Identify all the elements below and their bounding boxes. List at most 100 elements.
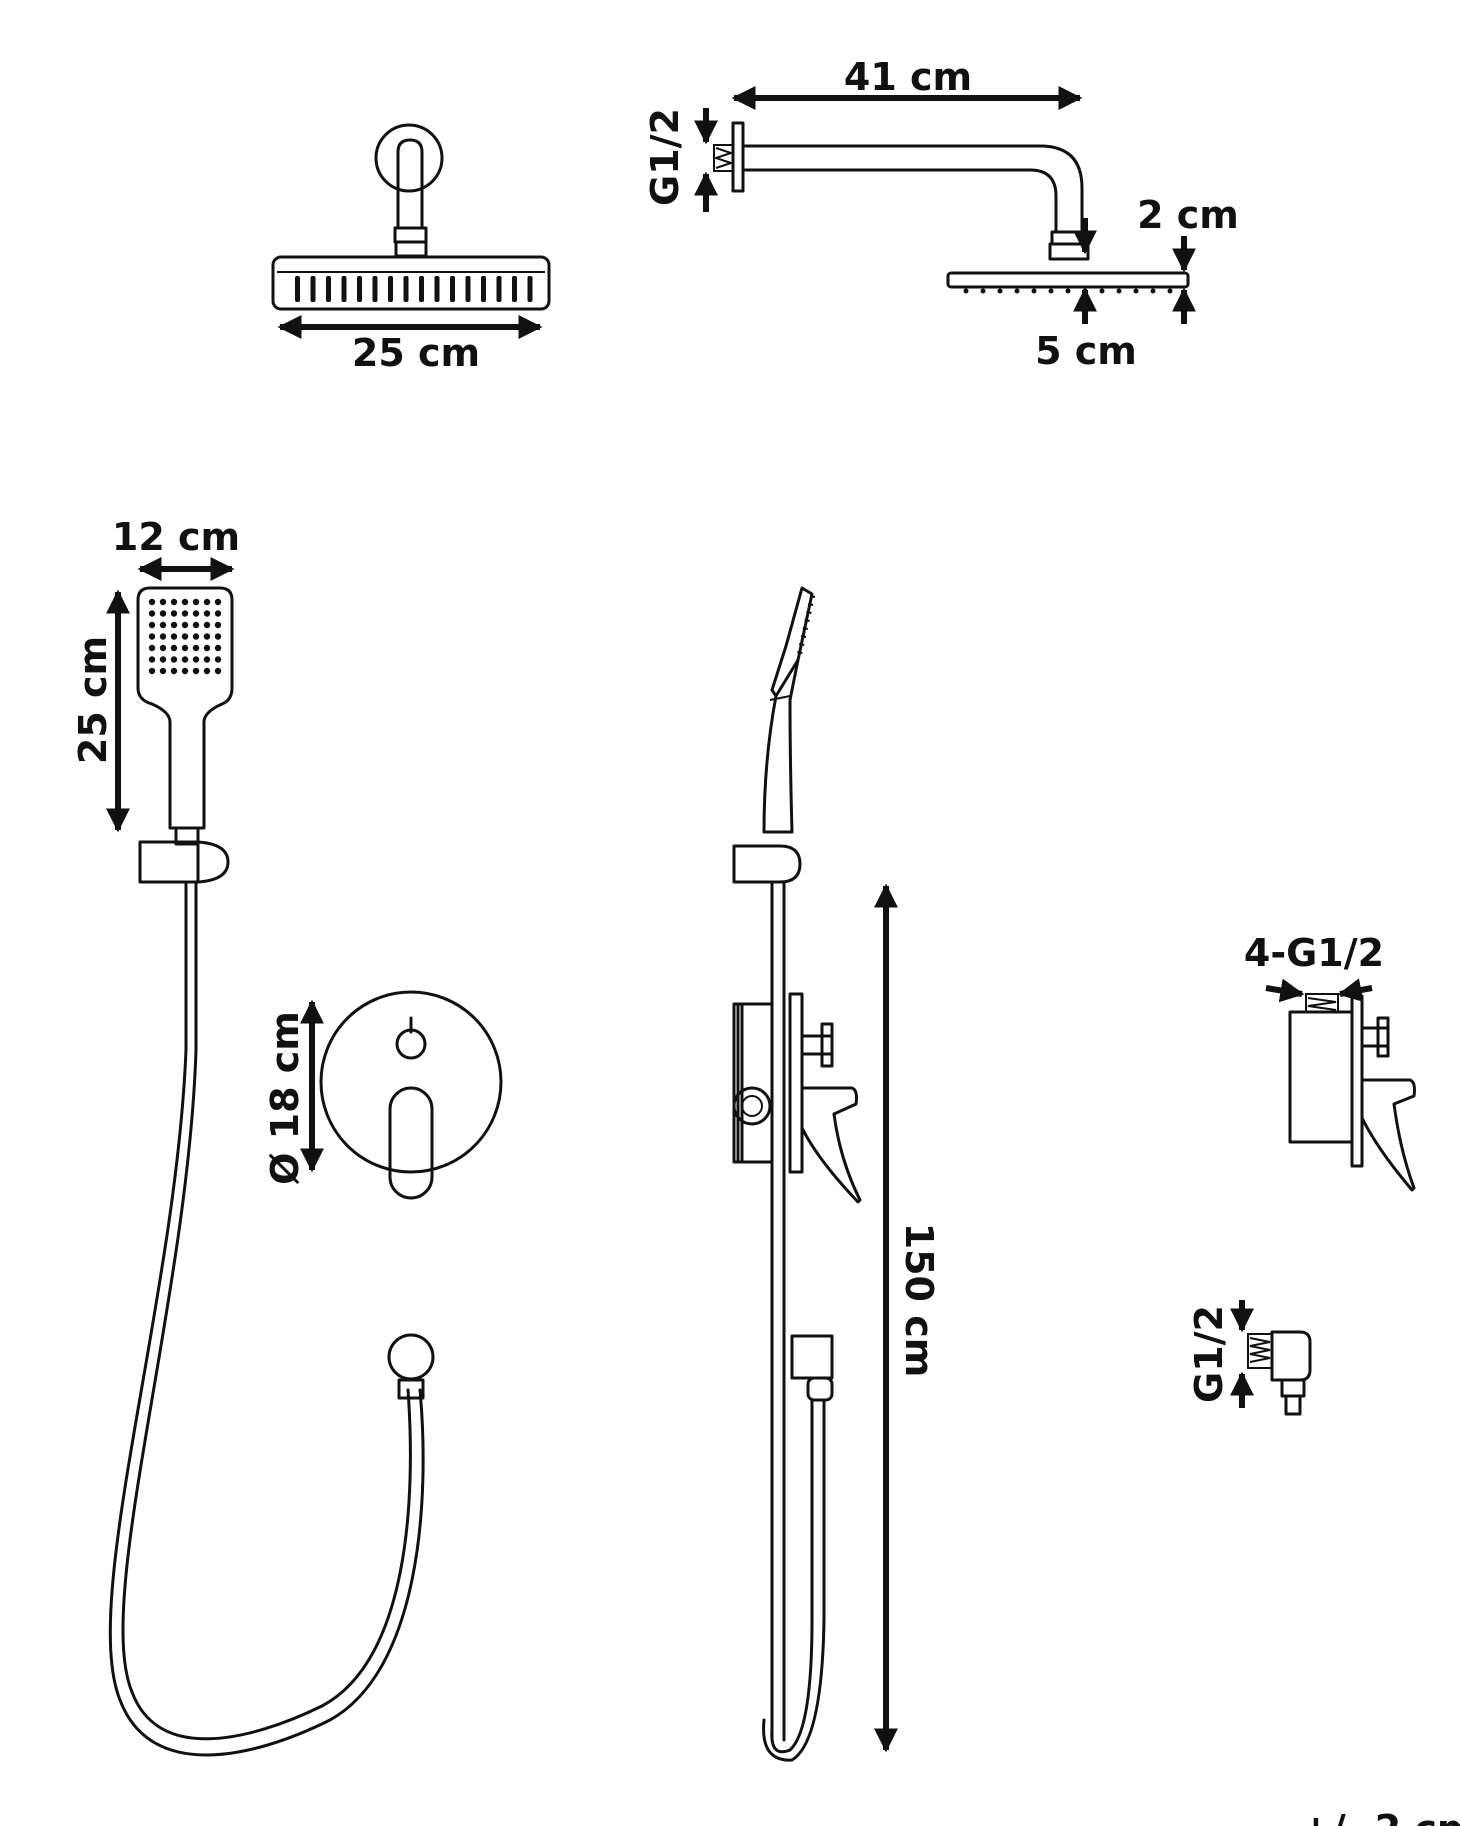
arm-length-label: 41 cm	[844, 55, 972, 99]
spray-dot	[214, 667, 222, 675]
spray-dot	[159, 633, 167, 640]
hose-side-a	[770, 1398, 814, 1754]
spray-dot	[214, 598, 222, 606]
spray-dot	[181, 656, 189, 663]
spray-dot	[170, 656, 178, 663]
spray-dot	[181, 621, 189, 629]
spray-dot	[192, 610, 200, 617]
side-nozzle	[1167, 288, 1173, 294]
arm-thread-spring	[712, 147, 735, 169]
nozzle	[434, 276, 440, 302]
spray-dot	[170, 644, 178, 652]
hand-shower-head	[136, 586, 234, 830]
spray-dot	[192, 667, 200, 675]
spray-tick	[799, 643, 805, 646]
side-nozzle	[1065, 288, 1071, 294]
spray-tick	[809, 595, 816, 598]
rain-head-width-label: 25 cm	[352, 331, 480, 375]
nozzle	[419, 276, 424, 302]
side-nozzle	[1048, 288, 1054, 294]
spray-tick	[797, 651, 803, 654]
spray-dot	[148, 644, 156, 652]
spray-tick	[800, 635, 807, 638]
wall-outlet-elbow: G1/2	[1187, 1300, 1312, 1416]
rain-shower-head-front: 25 cm	[271, 123, 551, 375]
spray-dot	[170, 598, 178, 606]
nozzle	[496, 276, 502, 302]
hose-outer	[108, 880, 425, 1757]
hand-shower-side-head	[770, 586, 814, 698]
nozzle	[372, 276, 378, 302]
spray-dot	[159, 598, 167, 606]
spray-dot	[148, 621, 156, 629]
side-nozzle	[1150, 288, 1156, 294]
hand-shower-with-hose: 12 cm 25 cm	[71, 515, 435, 1757]
nozzle	[341, 276, 347, 302]
hand-width-label: 12 cm	[112, 515, 240, 559]
arm-pipe	[396, 138, 424, 230]
arm-wall-plate	[731, 121, 745, 193]
spray-dot	[192, 633, 200, 640]
concealed-valve: 4-G1/2	[1244, 931, 1416, 1192]
spray-dot	[159, 644, 167, 652]
spray-dot	[159, 610, 167, 617]
spray-tick	[802, 627, 808, 630]
valve-thread-arrow-right	[1337, 978, 1373, 1002]
nozzle	[326, 276, 331, 302]
spray-dot	[203, 644, 211, 652]
nozzle	[465, 276, 471, 302]
spray-dot	[159, 656, 167, 663]
hand-shower-holder	[138, 840, 200, 884]
head-thickness-label: 2 cm	[1137, 193, 1239, 237]
arm-thread-label: G1/2	[643, 108, 687, 206]
wall-outlet-round	[387, 1333, 435, 1381]
spray-dot	[148, 667, 156, 675]
rain-head-side	[946, 271, 1190, 289]
spray-dot	[181, 610, 189, 617]
rain-head-side-nozzles	[963, 288, 1173, 294]
mixer-diameter-label: Ø 18 cm	[263, 1011, 307, 1185]
elbow-body	[1270, 1330, 1312, 1382]
wall-flange	[374, 123, 444, 193]
valve-threads-label: 4-G1/2	[1244, 931, 1384, 975]
spray-dot	[148, 656, 156, 663]
spray-dot	[159, 667, 167, 675]
spray-dot	[192, 656, 200, 663]
side-nozzle	[1014, 288, 1020, 294]
lever-side	[800, 1086, 862, 1204]
spray-dot	[181, 667, 189, 675]
slide-rail-side: 150 cm	[732, 586, 941, 1762]
side-nozzle	[1133, 288, 1139, 294]
valve-body-side	[736, 1002, 774, 1164]
spray-dot	[192, 598, 200, 606]
side-nozzle	[980, 288, 986, 294]
spray-dot	[181, 598, 189, 606]
shower-arm-side: 41 cm G1/2 5 cm 2 cm	[643, 55, 1239, 373]
neck-height-label: 5 cm	[1035, 329, 1137, 373]
side-nozzle	[963, 288, 969, 294]
spray-dot	[203, 633, 211, 640]
spray-dot	[170, 621, 178, 629]
valve-thread-arrow-left	[1265, 978, 1305, 1003]
nozzle	[310, 276, 316, 302]
spray-dot	[170, 610, 178, 617]
hand-shower-spray-dots	[148, 598, 222, 675]
spray-dot	[159, 621, 167, 629]
spray-dot	[148, 633, 156, 640]
spray-dot	[203, 621, 211, 629]
spray-dot	[214, 633, 222, 640]
rain-head-nozzles	[295, 276, 533, 302]
side-nozzle	[997, 288, 1003, 294]
nozzle	[295, 276, 300, 302]
spray-tick	[808, 603, 814, 606]
nozzle	[512, 276, 517, 302]
spray-dot	[214, 621, 222, 629]
spray-dot	[214, 610, 222, 617]
arm-nut	[393, 226, 428, 244]
spray-dot	[203, 656, 211, 663]
rain-head-plate	[271, 255, 551, 311]
spray-dot	[148, 610, 156, 617]
outlet-thread-label: G1/2	[1187, 1305, 1231, 1403]
